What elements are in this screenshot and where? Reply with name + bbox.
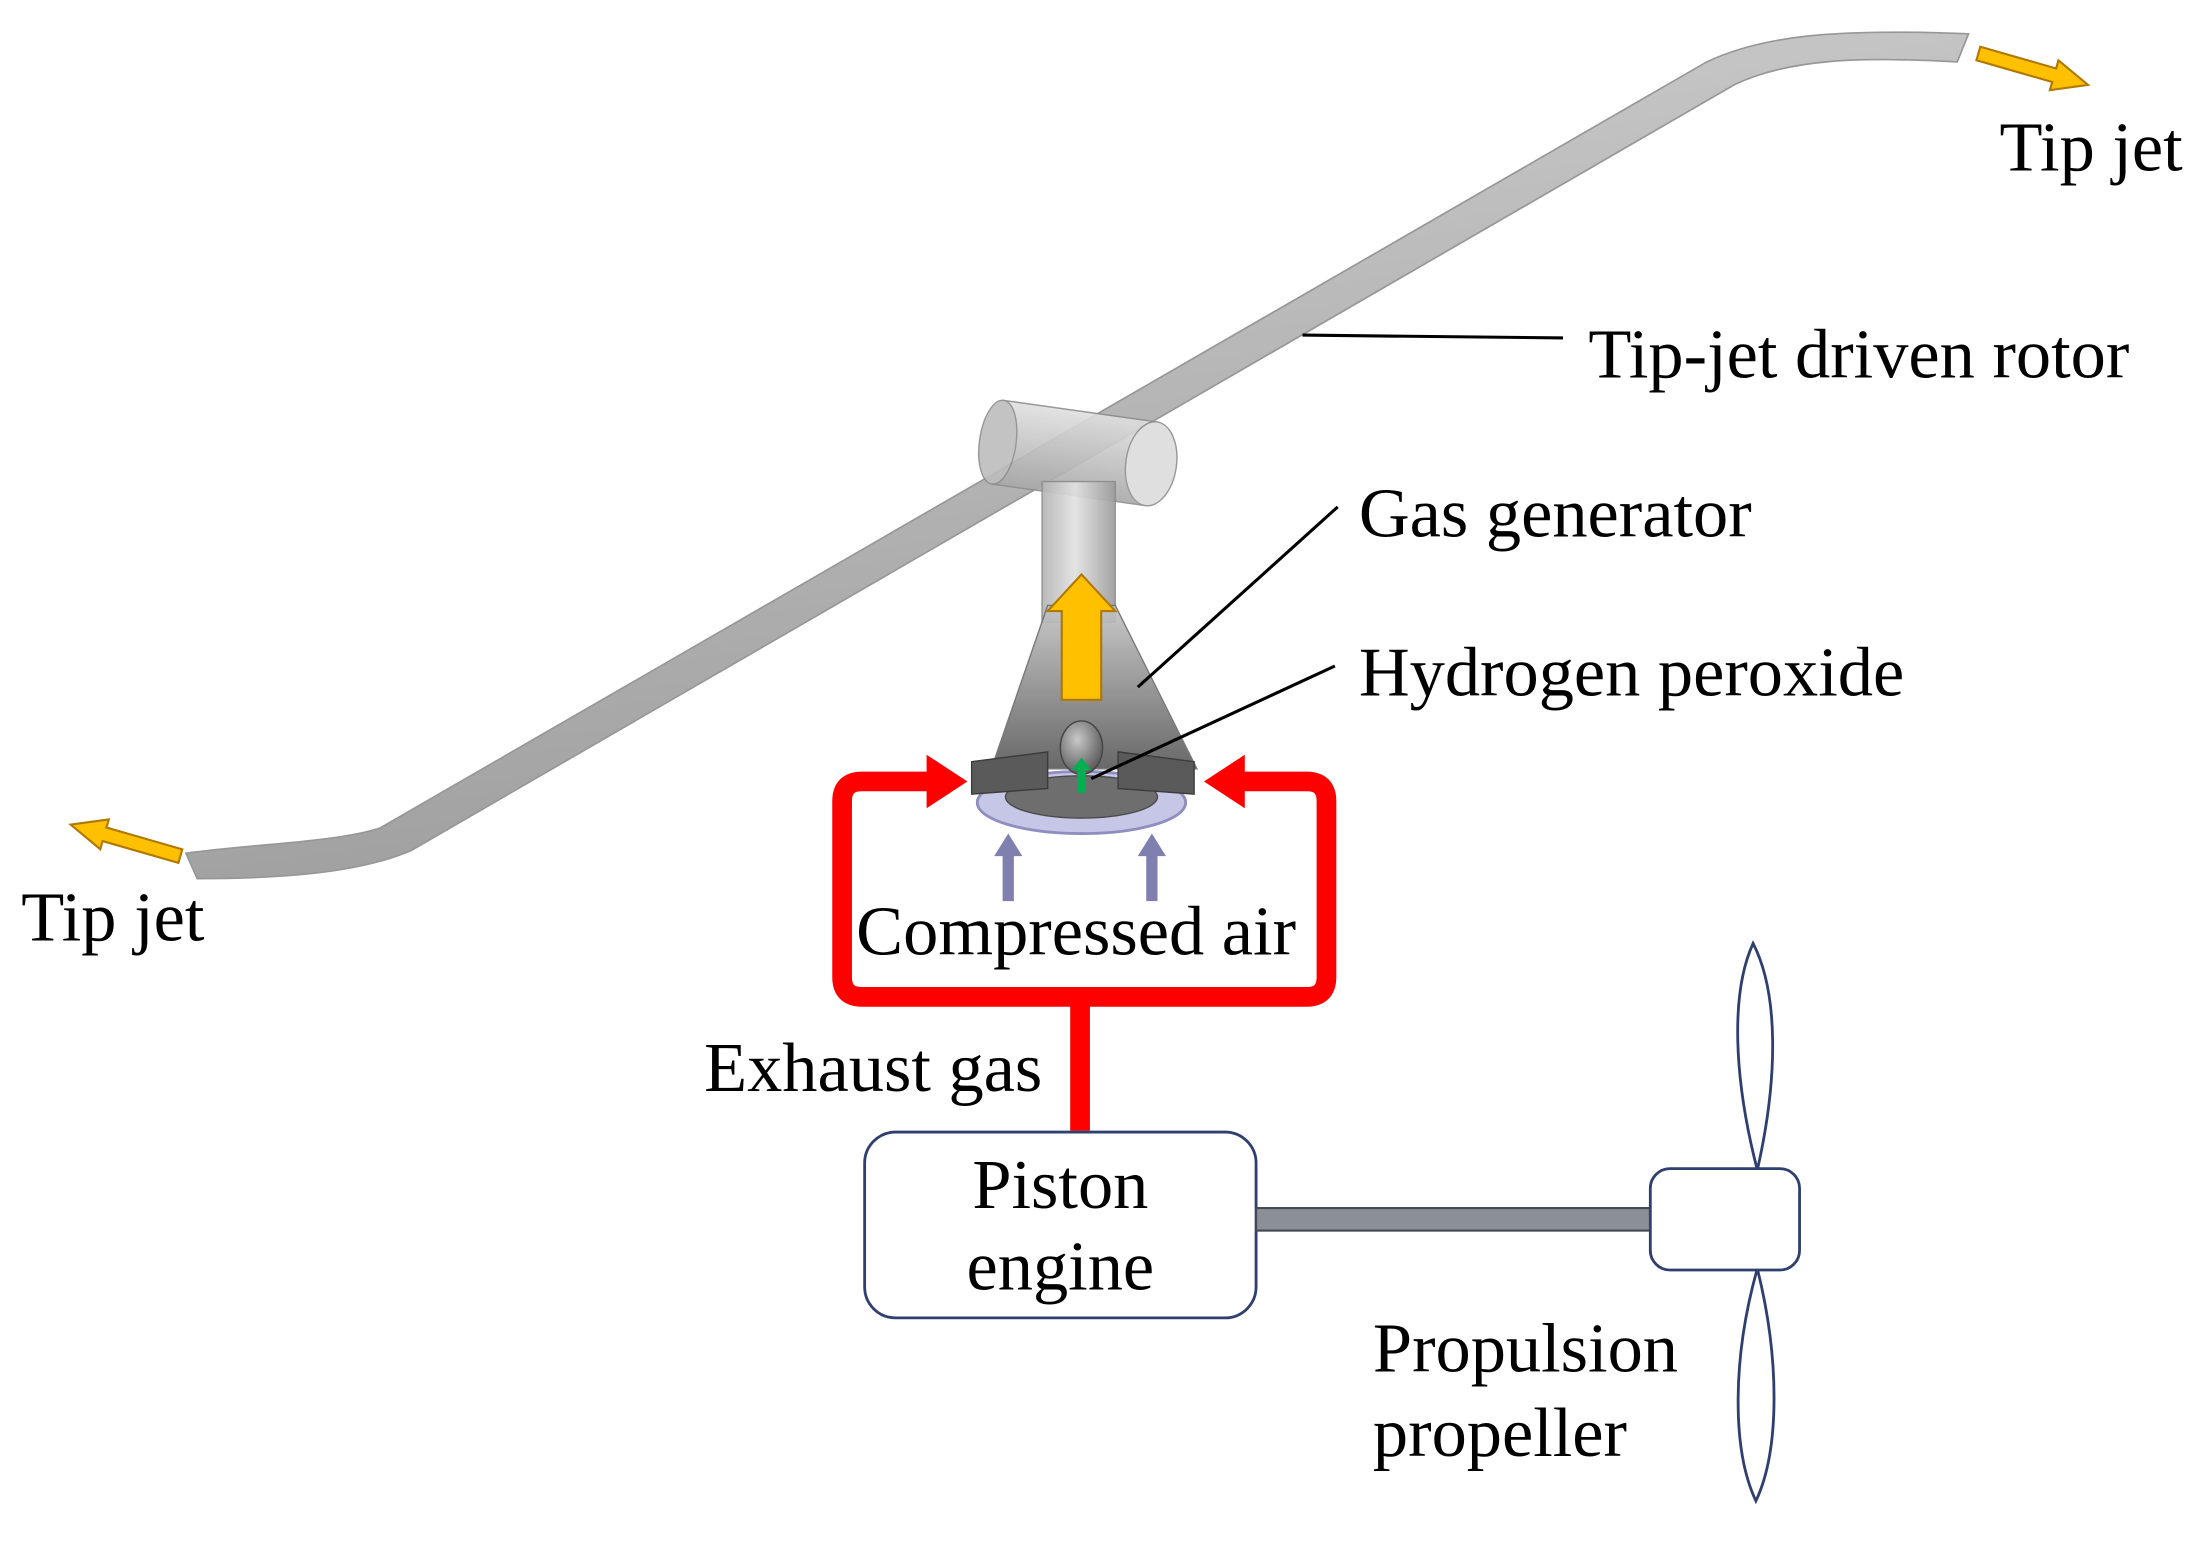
left-nozzle	[970, 751, 1049, 795]
propeller-blade-upper	[1736, 940, 1775, 1171]
hydrogen-peroxide-arrow	[1071, 757, 1092, 793]
exhaust-arrowhead-left	[926, 754, 968, 809]
piston-engine-label-line1: Piston	[972, 1146, 1148, 1224]
rotor-label: Tip-jet driven rotor	[1588, 315, 2129, 393]
compressed-air-arrow-right	[1137, 833, 1166, 902]
exhaust-gas-label: Exhaust gas	[704, 1029, 1042, 1107]
compressed-air-label: Compressed air	[856, 893, 1296, 971]
exhaust-arrowhead-right	[1203, 754, 1245, 809]
hydrogen-peroxide-leader-line	[1090, 664, 1336, 781]
propulsion-propeller-label-line1: Propulsion	[1373, 1309, 1678, 1387]
tip-jet-arrow-left	[68, 818, 184, 865]
gas-generator-leader-line	[1136, 505, 1339, 689]
propeller-hub	[1648, 1167, 1801, 1272]
gas-flow-arrow	[1045, 572, 1118, 701]
hydrogen-peroxide-label: Hydrogen peroxide	[1359, 634, 1904, 712]
propulsion-propeller-label-line2: propeller	[1373, 1394, 1627, 1472]
piston-engine-label-line2: engine	[967, 1228, 1155, 1306]
tip-jet-label-right: Tip jet	[1999, 108, 2183, 186]
rotor-hub-cylinder	[978, 399, 1178, 507]
tip-jet-label-left: Tip jet	[21, 879, 205, 957]
right-nozzle	[1117, 751, 1195, 795]
compressed-air-arrow-left	[994, 833, 1023, 902]
gas-generator-label: Gas generator	[1359, 474, 1752, 552]
tip-jet-arrow-right	[1975, 45, 2091, 92]
rotor-leader-line	[1302, 333, 1564, 340]
propeller-blade-lower	[1736, 1263, 1776, 1505]
propeller-shaft	[1255, 1207, 1653, 1232]
